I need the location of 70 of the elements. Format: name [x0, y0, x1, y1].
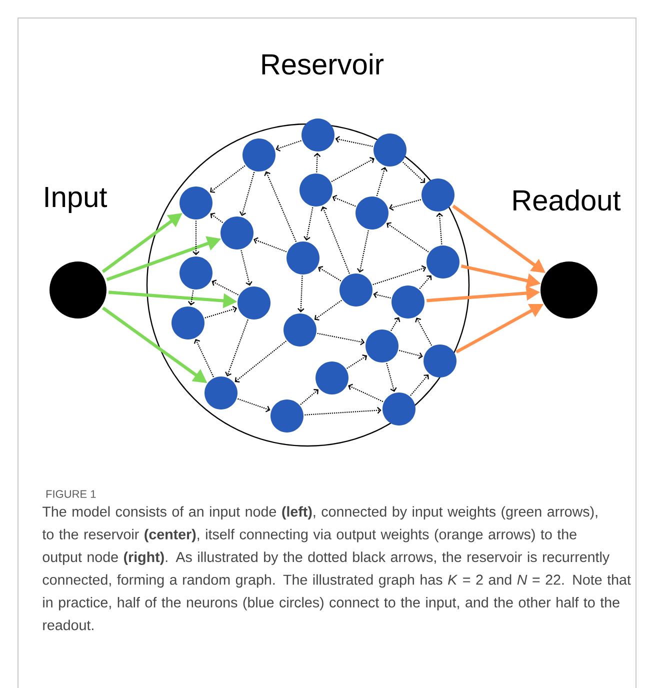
arrow — [212, 280, 239, 296]
arrow — [264, 171, 297, 242]
arrow — [320, 206, 350, 274]
arrow — [331, 157, 374, 182]
neuron-circle — [284, 314, 316, 346]
neuron-circle — [424, 344, 456, 378]
neuron-circle — [270, 400, 304, 432]
neuron-circle — [422, 178, 454, 212]
neuron-circle — [220, 216, 254, 250]
arrow — [356, 230, 369, 273]
arrow — [415, 318, 432, 346]
arrow — [304, 406, 382, 416]
arrow — [276, 140, 302, 152]
arrow — [210, 165, 246, 193]
arrow — [317, 332, 365, 346]
neuron-circle — [356, 196, 388, 230]
arrow — [373, 291, 391, 299]
arrow — [419, 275, 432, 290]
arrow — [335, 136, 373, 147]
arrow — [386, 362, 397, 392]
neuron-circle — [316, 362, 348, 394]
arrow — [314, 152, 321, 172]
arrow — [314, 300, 342, 320]
title: Reservoir — [262, 53, 384, 75]
neuron-circle — [204, 376, 238, 410]
neuron-circle — [238, 286, 270, 320]
neuron-circle — [302, 118, 334, 152]
arrow — [348, 384, 384, 402]
arrow — [436, 212, 443, 244]
arrow — [376, 167, 388, 196]
arrow — [192, 220, 200, 256]
arrow — [254, 237, 287, 252]
neuron-circle — [242, 138, 276, 172]
arrow — [240, 250, 252, 286]
neuron-circle — [366, 330, 398, 362]
caption: The model consists of an input node (left), connected by input weights (green arrows), to the reservoir (center), itself connecting via output weights (orange arrows) to the output node (right). As illustrated by the dotted black arrows, the reservoir is recurrently connected, forming a random graph. The illustrated graph has K = 2 and N = 22. Note that in practice, half of the neurons (blue circles) connect to the input, and the other half to the readout. — [42, 506, 631, 630]
arrow — [194, 339, 214, 378]
neuron-circle — [426, 246, 460, 278]
arrow — [402, 162, 426, 184]
neuron-circle — [286, 242, 320, 274]
node-label: Readout — [514, 189, 621, 211]
figure-number: FIGURE 1 — [46, 490, 96, 498]
arrow — [238, 398, 270, 412]
arrow — [318, 266, 342, 282]
neuron-circle — [180, 256, 212, 290]
arrow — [225, 319, 248, 376]
arrow — [188, 290, 195, 306]
arrow — [399, 350, 423, 359]
arrow — [298, 276, 304, 312]
neuron-circle — [180, 186, 212, 220]
neuron-circle — [340, 274, 372, 306]
arrow — [390, 317, 400, 332]
arrow — [239, 172, 255, 216]
arrow — [346, 354, 368, 369]
arrow — [300, 389, 318, 405]
arrow — [410, 374, 429, 396]
arrow — [234, 340, 286, 382]
arrow — [204, 306, 238, 318]
neuron-circle — [392, 286, 424, 318]
arrow — [389, 199, 422, 211]
arrow — [210, 212, 224, 223]
neuron-circle — [382, 392, 416, 426]
neuron-circle — [172, 306, 204, 340]
arrow — [332, 194, 356, 207]
arrow — [304, 207, 314, 241]
neuron-circle — [374, 134, 406, 166]
node-label: Input — [45, 187, 108, 213]
neuron-circle — [300, 174, 332, 206]
arrow — [372, 265, 426, 286]
arrow — [386, 222, 429, 252]
